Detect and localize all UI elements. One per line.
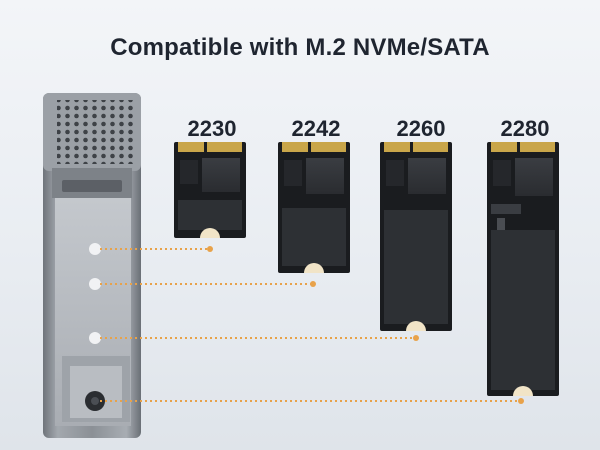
vent-grille (57, 100, 135, 164)
ssd-2230 (174, 142, 246, 238)
ssd-enclosure (43, 93, 141, 438)
ssd-2260 (380, 142, 452, 331)
ssd-2280 (487, 142, 559, 396)
size-label-2280: 2280 (500, 116, 550, 141)
ssd-2242 (278, 142, 350, 273)
page-title: Compatible with M.2 NVMe/SATA (110, 34, 490, 61)
leader-endpoints (207, 246, 524, 404)
mount-hole-2260 (89, 332, 101, 344)
size-label-2242: 2242 (291, 116, 341, 141)
size-label-2230: 2230 (187, 116, 237, 141)
mount-hole-2230 (89, 243, 101, 255)
mount-hole-2242 (89, 278, 101, 290)
leader-lines (100, 248, 521, 402)
size-label-2260: 2260 (396, 116, 446, 141)
